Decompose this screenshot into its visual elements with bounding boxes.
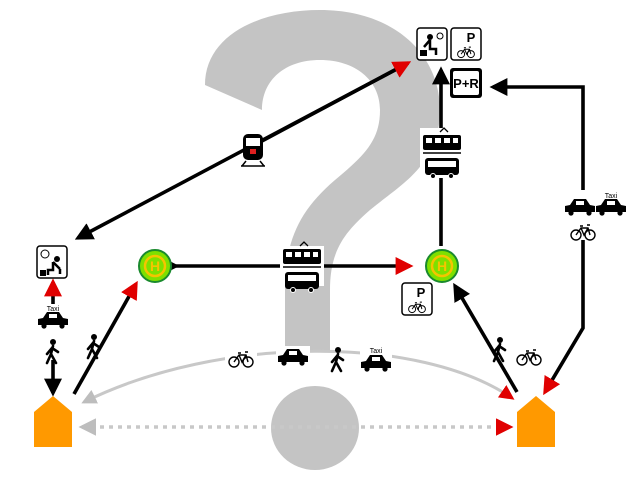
direct-surface-routes: [78, 349, 515, 436]
taxi-label: Taxi: [605, 193, 618, 200]
bike-parking-icon: P: [401, 282, 433, 316]
waiting-passenger-icon: [36, 245, 68, 279]
park-and-ride-icon: P+R: [450, 68, 482, 98]
curved-route: [81, 349, 515, 404]
bike-parking-letter: P: [467, 30, 476, 45]
pedestrian-icon: [492, 335, 507, 363]
house-icon: [517, 396, 555, 447]
arrow-house-to-stop-left: [72, 280, 138, 395]
arrow-house-to-stop-right: [453, 282, 519, 393]
bike-parking-letter: P: [417, 285, 426, 300]
bus-stop-icon: H: [138, 249, 172, 283]
taxi-label: Taxi: [47, 306, 60, 313]
bus-stop-icon: H: [425, 249, 459, 283]
park-ride-label: P+R: [453, 76, 479, 91]
waiting-passenger-icon: [416, 27, 448, 61]
pedestrian-icon: [45, 337, 60, 365]
stop-letter: H: [437, 258, 447, 274]
house-icon: [34, 396, 72, 447]
bike-parking-icon: P: [450, 27, 482, 61]
taxi-icon: Taxi: [360, 346, 392, 372]
question-mark-icon: [205, 10, 440, 470]
train-icon: [241, 134, 265, 167]
stop-letter: H: [150, 258, 160, 274]
arrow-train-to-waiting-right: [259, 61, 412, 144]
taxi-icon: Taxi: [37, 304, 69, 329]
taxi-label: Taxi: [370, 348, 383, 355]
taxi-icon: Taxi: [596, 193, 626, 216]
